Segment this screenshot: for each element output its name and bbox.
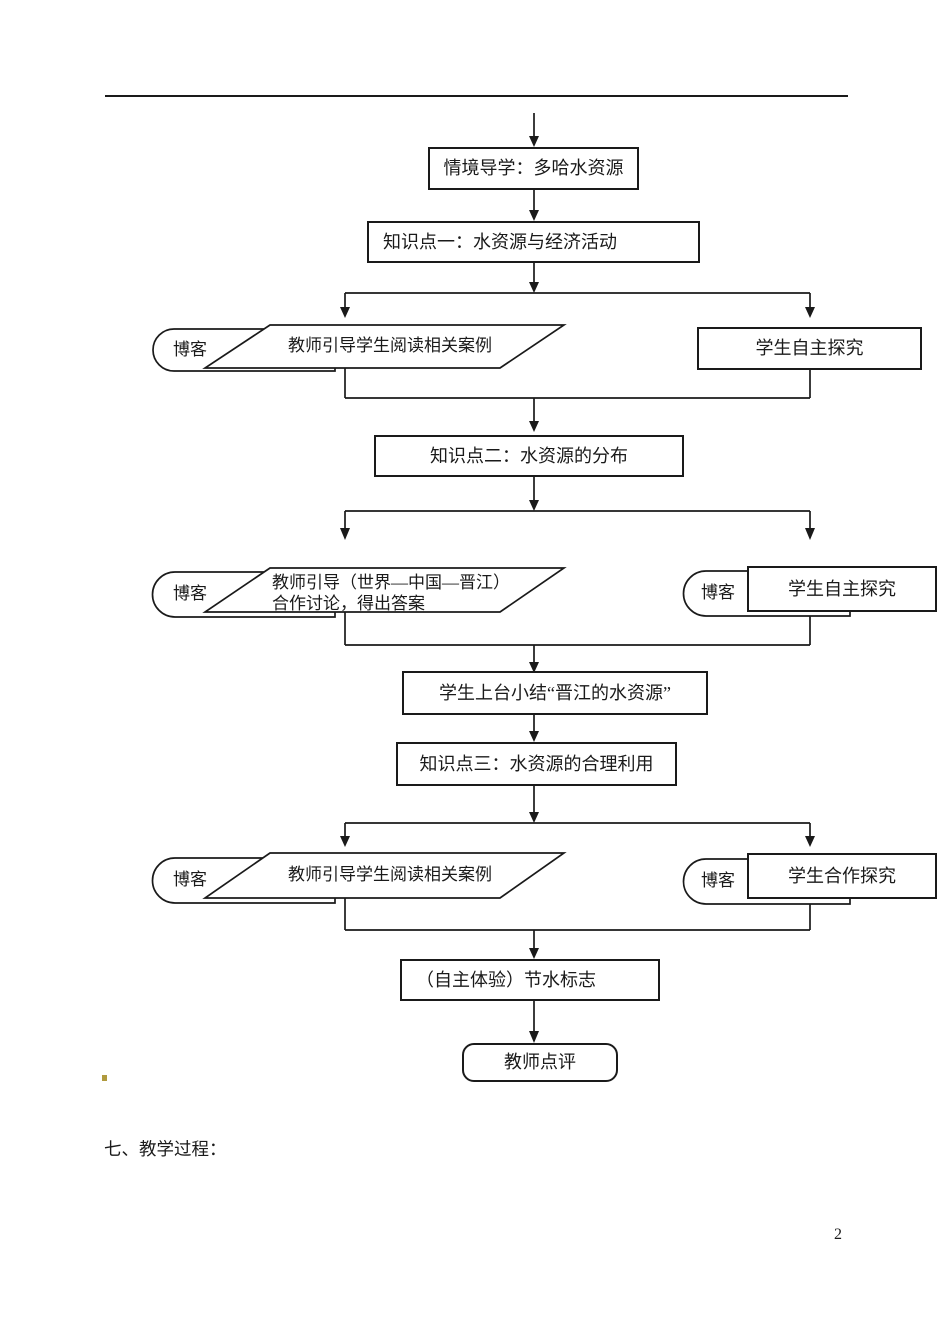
node-summary: 学生上台小结“晋江的水资源” bbox=[402, 671, 708, 715]
node-point2-label: 知识点二：水资源的分布 bbox=[430, 445, 628, 466]
node-point2: 知识点二：水资源的分布 bbox=[374, 435, 684, 477]
node-intro: 情境导学：多哈水资源 bbox=[428, 147, 639, 190]
blog-label-4: 博客 bbox=[701, 583, 735, 603]
blog-label-3: 博客 bbox=[173, 870, 207, 890]
arrowheads bbox=[340, 136, 815, 1043]
node-point1-label: 知识点一：水资源与经济活动 bbox=[383, 231, 617, 252]
parallelogram-teacher-case-1-label: 教师引导学生阅读相关案例 bbox=[288, 336, 492, 356]
blog-label-1: 博客 bbox=[173, 339, 207, 359]
blog-label-5: 博客 bbox=[701, 871, 735, 891]
node-experience-label: （自主体验）节水标志 bbox=[416, 969, 596, 990]
parallelogram-teacher-case-1 bbox=[202, 324, 567, 369]
node-student-coop: 学生合作探究 bbox=[747, 853, 937, 899]
node-point1: 知识点一：水资源与经济活动 bbox=[367, 221, 700, 263]
stray-bullet-mark bbox=[102, 1075, 107, 1081]
node-point3-label: 知识点三：水资源的合理利用 bbox=[419, 753, 654, 774]
node-student-explore-2-label: 学生自主探究 bbox=[788, 578, 896, 599]
node-student-explore-2: 学生自主探究 bbox=[747, 566, 937, 612]
blog-label-2: 博客 bbox=[173, 584, 207, 604]
node-review-label: 教师点评 bbox=[504, 1052, 576, 1073]
parallelogram-teacher-guide bbox=[202, 567, 567, 613]
parallelogram-teacher-case-2-label: 教师引导学生阅读相关案例 bbox=[288, 865, 492, 885]
teacher-guide-line1: 教师引导（世界—中国—晋江） bbox=[272, 572, 510, 592]
section-heading: 七、教学过程： bbox=[104, 1139, 227, 1159]
node-student-explore-1: 学生自主探究 bbox=[697, 327, 922, 370]
node-experience: （自主体验）节水标志 bbox=[400, 959, 660, 1001]
node-summary-label: 学生上台小结“晋江的水资源” bbox=[439, 682, 671, 703]
parallelogram-teacher-case-2 bbox=[202, 852, 567, 899]
node-review: 教师点评 bbox=[462, 1043, 618, 1082]
header-rule bbox=[105, 95, 848, 97]
node-point3: 知识点三：水资源的合理利用 bbox=[396, 742, 677, 786]
node-student-coop-label: 学生合作探究 bbox=[788, 865, 896, 886]
node-intro-label: 情境导学：多哈水资源 bbox=[443, 158, 624, 179]
page-number: 2 bbox=[834, 1226, 842, 1243]
teacher-guide-line2: 合作讨论，得出答案 bbox=[272, 593, 425, 613]
node-student-explore-1-label: 学生自主探究 bbox=[755, 338, 864, 359]
